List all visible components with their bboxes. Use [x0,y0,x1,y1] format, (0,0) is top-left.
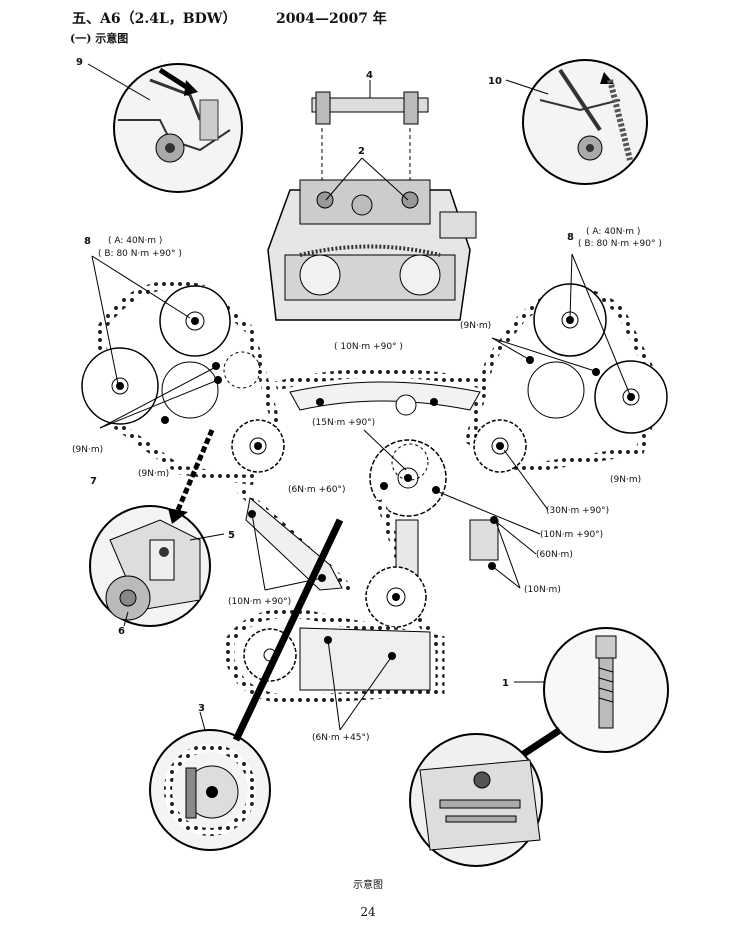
left-camshaft-sprockets [81,280,285,485]
leader-2a [325,157,363,201]
detail-circle-3 [149,729,271,851]
cylinder-head-illustration [267,91,477,321]
leader-10 [505,79,549,95]
callout-5: 5 [228,530,235,541]
figure-caption: 示意图 [353,880,383,891]
callout-4: 4 [366,70,373,81]
callout-8-right: 8 [567,232,574,243]
detail-circle-bolt [543,627,669,753]
torque-left-a: ( A: 40N·m ) [108,236,162,246]
torque-right-60: (60N·m) [536,550,573,560]
torque-lower-left-10-90: (10N·m +90°) [228,597,291,607]
torque-leaders [91,253,631,731]
leader-2b [361,157,409,201]
torque-top-center: ( 10N·m +90° ) [334,342,403,352]
callout-10: 10 [488,76,502,87]
detail-circle-engine-block [409,733,543,867]
torque-right-9nm-a: (9N·m) [460,321,491,331]
torque-right-10-90: (10N·m +90°) [540,530,603,540]
torque-right-10: (10N·m) [524,585,561,595]
callout-9: 9 [76,57,83,68]
torque-right-a: ( A: 40N·m ) [586,227,640,237]
torque-left-b: ( B: 80 N·m +90° ) [98,249,182,259]
intermediate-sprocket [369,439,447,517]
callout-2: 2 [358,146,365,157]
callout-6: 6 [118,626,125,637]
callout-7: 7 [90,476,97,487]
torque-bottom-6nm45: (6N·m +45°) [312,733,369,743]
section-subtitle: (一) 示意图 [70,32,129,45]
torque-right-30: (30N·m +90°) [546,506,609,516]
pointer-tensioner [175,429,215,511]
page-number: 24 [360,905,376,919]
model-years: 2004—2007 年 [276,11,387,27]
callout-8-left: 8 [84,236,91,247]
right-camshaft-sprockets [464,283,668,475]
leader-9 [87,63,151,101]
upper-chain-guide [274,368,492,416]
torque-left-9nm-b: (9N·m) [138,469,169,479]
pointer-3 [232,518,344,742]
detail-circle-10 [522,59,648,185]
detail-circle-tensioner [89,505,211,627]
torque-right-9nm-b: (9N·m) [610,475,641,485]
document-title: 五、A6（2.4L，BDW） [72,11,237,27]
torque-right-b: ( B: 80 N·m +90° ) [578,239,662,249]
callout-3: 3 [198,703,205,714]
torque-left-6nm60: (6N·m +60°) [288,485,345,495]
torque-center-15: (15N·m +90°) [312,418,375,428]
detail-circle-9 [113,63,243,193]
arrow-tensioner [168,508,188,524]
callout-1: 1 [502,678,509,689]
torque-left-9nm-a: (9N·m) [72,445,103,455]
